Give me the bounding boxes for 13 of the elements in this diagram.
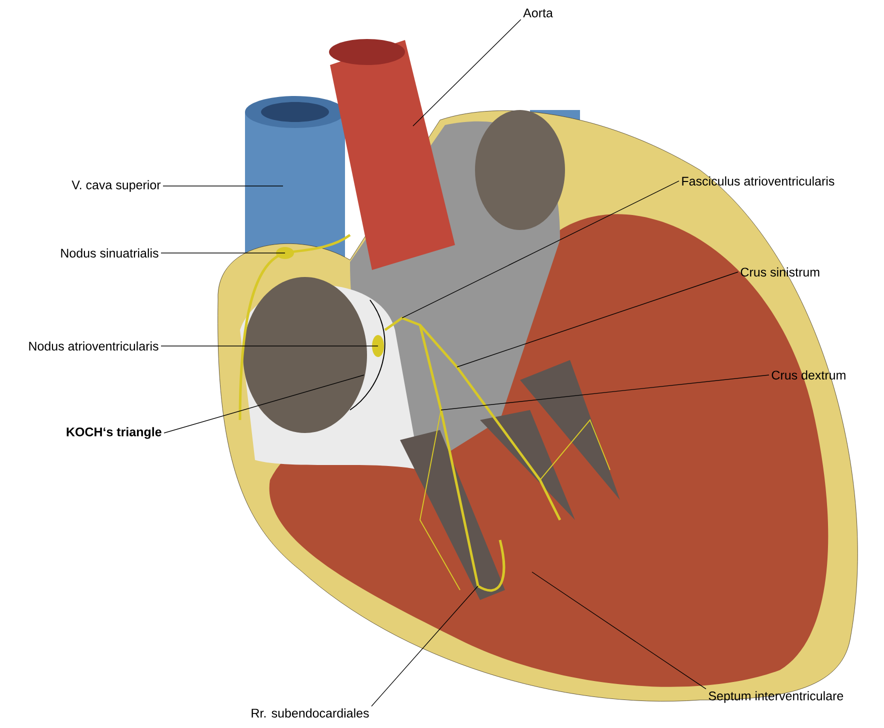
label-text: V. cava superior — [72, 180, 161, 192]
leader-line — [402, 180, 680, 318]
label-text: Nodus sinuatrialis — [61, 248, 158, 258]
leader-line — [164, 374, 364, 434]
label-text: KOCH‘s triangle — [66, 427, 162, 439]
label-text: Nodus atrioventricularis — [29, 341, 158, 351]
label-text: Aorta — [523, 8, 553, 18]
leader-line — [412, 19, 522, 126]
leader-line — [440, 374, 770, 410]
leader-line — [371, 586, 478, 707]
leader-line — [456, 272, 738, 368]
leader-line — [160, 252, 286, 254]
label-text: Rr. subendocardiales — [252, 708, 369, 718]
